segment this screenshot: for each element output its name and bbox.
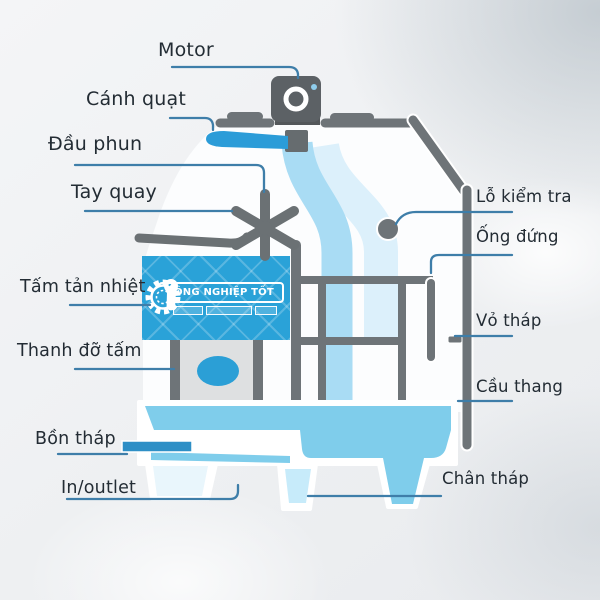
basin-top [145, 406, 451, 430]
label-spray-head: Đầu phun [48, 133, 143, 155]
fan-hub [285, 130, 308, 152]
fan-blade-shape [206, 131, 288, 149]
tower-foot-left [153, 466, 208, 496]
ladder-rail [447, 183, 474, 452]
basin-right-block [300, 430, 451, 458]
water-stream-outer [305, 142, 398, 341]
basin-water-strip [151, 452, 290, 463]
motor-assembly [271, 76, 321, 152]
label-tower-shell: Vỏ tháp [476, 311, 542, 330]
support-frame [170, 240, 437, 408]
wrench-icon [164, 278, 179, 310]
leader-lines [56, 65, 514, 501]
label-in-outlet: In/outlet [61, 478, 137, 498]
spray-arm-pipe [134, 232, 252, 248]
label-tower-basin: Bồn tháp [35, 429, 116, 449]
tower-foot-middle [285, 469, 311, 503]
label-ladder: Cầu thang [476, 377, 564, 396]
rotary-sprinkler [231, 189, 299, 261]
label-riser-pipe: Ống đứng [476, 227, 559, 246]
tower-shell-frame [215, 113, 473, 201]
label-heat-fill-sheet: Tấm tản nhiệt [20, 277, 146, 297]
brand-logo-text: ÔNG NGHIỆP TỐT [174, 286, 274, 298]
tower-foot-right [383, 458, 424, 504]
label-rotary-arm: Tay quay [71, 181, 157, 203]
label-fan-blade: Cánh quạt [86, 88, 187, 110]
motor-housing [271, 76, 321, 122]
panel-port [197, 356, 239, 386]
label-sheet-support-bar: Thanh đỡ tấm [17, 341, 142, 361]
label-tower-foot: Chân tháp [442, 469, 530, 488]
water-stream [281, 141, 353, 403]
fill-panel: ÔNG NGHIỆP TỐT [142, 256, 290, 340]
label-inspection-hole: Lỗ kiểm tra [476, 187, 572, 206]
motor-hub-ring [283, 86, 309, 112]
in-outlet-pipe [121, 440, 193, 453]
basin [121, 406, 451, 504]
inspection-hole-shape [376, 217, 400, 241]
label-motor: Motor [158, 39, 214, 61]
mount-pad-left [227, 112, 263, 121]
motor-indicator-dot [311, 84, 317, 90]
brand-logo: ÔNG NGHIỆP TỐT [145, 278, 284, 314]
mount-pad-right [330, 113, 374, 122]
